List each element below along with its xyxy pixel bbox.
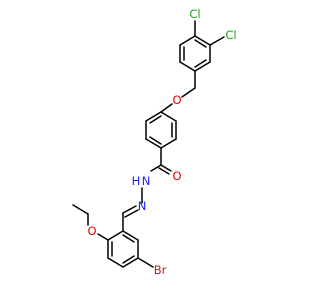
- bond: [160, 138, 177, 149]
- structure-diagram: Cl Cl O O H N N O Br: [72, 7, 237, 277]
- bond: [122, 230, 139, 241]
- bond: [209, 36, 225, 46]
- bond: [181, 87, 196, 98]
- bond: [124, 209, 139, 218]
- bond: [194, 59, 207, 68]
- bond: [194, 39, 207, 48]
- bond: [122, 257, 139, 268]
- bond: [160, 111, 177, 122]
- bond: [194, 35, 211, 46]
- bond: [107, 230, 124, 241]
- bond: [107, 257, 124, 268]
- amide-hydrogen-label: H: [132, 174, 141, 188]
- carbonyl-oxygen-label: O: [172, 169, 181, 183]
- bond: [160, 164, 172, 172]
- bond: [137, 257, 154, 268]
- ether-oxygen-label: O: [172, 93, 181, 107]
- bonds: [72, 20, 225, 268]
- bond: [97, 233, 109, 241]
- bond: [122, 234, 135, 243]
- bond: [160, 103, 173, 113]
- chlorine-label: Cl: [189, 7, 200, 21]
- bond: [194, 61, 211, 72]
- bond: [158, 167, 170, 175]
- bond: [72, 204, 89, 215]
- hydrazide-nitrogen-label: N: [142, 174, 151, 188]
- chlorine-label: Cl: [225, 28, 236, 42]
- bond: [145, 138, 162, 149]
- imine-nitrogen-label: N: [138, 199, 147, 213]
- molecule-canvas: Cl Cl O O H N N O Br: [72, 7, 237, 277]
- bond: [122, 205, 137, 214]
- bond: [145, 111, 162, 122]
- bond: [149, 115, 162, 124]
- bromine-label: Br: [154, 263, 167, 277]
- bond: [179, 35, 196, 46]
- atom-labels: Cl Cl O O H N N O Br: [87, 7, 236, 277]
- bond: [122, 255, 135, 264]
- bond: [149, 136, 162, 145]
- ethoxy-oxygen-label: O: [87, 224, 96, 238]
- bond: [150, 164, 162, 172]
- bond: [179, 61, 196, 72]
